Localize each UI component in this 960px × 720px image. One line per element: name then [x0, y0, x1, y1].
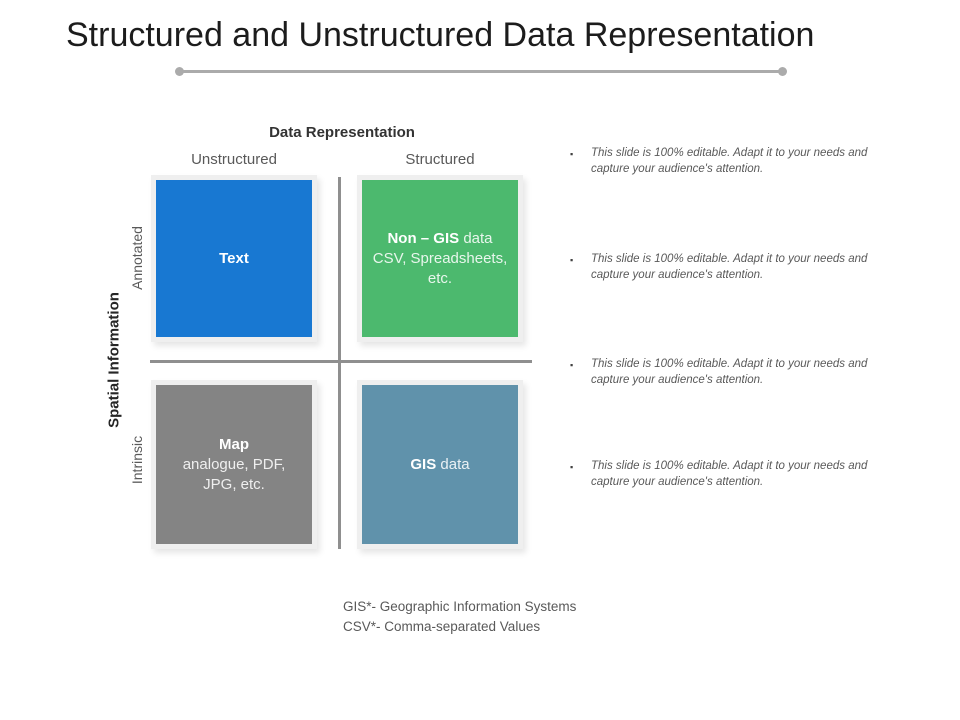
quadrant-bold-text: GIS [410, 455, 437, 473]
row-label-annotated: Annotated [129, 226, 145, 290]
quadrant-bold-text: Non – GIS [387, 229, 460, 247]
bullet-text: This slide is 100% editable. Adapt it to… [591, 147, 868, 175]
quadrant-bold-text: Text [219, 249, 249, 267]
divider-dot-left-icon [175, 67, 184, 76]
bullet-text: This slide is 100% editable. Adapt it to… [591, 253, 868, 281]
quadrant-non-gis-data: Non – GIS data CSV, Spreadsheets, etc. [362, 180, 518, 337]
quadrant-line: JPG, etc. [203, 475, 265, 493]
bullet-list-item: ▪ This slide is 100% editable. Adapt it … [570, 145, 882, 177]
bullet-text: This slide is 100% editable. Adapt it to… [591, 358, 868, 386]
quadrant-line: analogue, PDF, [182, 455, 286, 473]
bullet-list-item: ▪ This slide is 100% editable. Adapt it … [570, 251, 882, 283]
quadrant-frame-top-right: Non – GIS data CSV, Spreadsheets, etc. [357, 175, 523, 342]
quadrant-rest-text: data [436, 455, 470, 473]
matrix-title: Data Representation [269, 124, 415, 141]
quadrant-frame-top-left: Text [151, 175, 317, 342]
column-label-unstructured: Unstructured [191, 151, 277, 168]
bullet-list-item: ▪ This slide is 100% editable. Adapt it … [570, 356, 882, 388]
bullet-list-item: ▪ This slide is 100% editable. Adapt it … [570, 458, 882, 490]
quadrant-bold-text: Map [219, 435, 249, 453]
bullet-square-icon: ▪ [570, 149, 574, 159]
footnote-csv: CSV*- Comma-separated Values [343, 619, 541, 634]
axis-label-spatial-information: Spatial Information [105, 292, 123, 428]
title-divider [175, 67, 787, 76]
page-title: Structured and Unstructured Data Represe… [66, 16, 815, 54]
quadrant-gis-data: GIS data [362, 385, 518, 544]
quadrant-line: etc. [427, 269, 453, 287]
quadrant-rest-text: data [459, 229, 493, 247]
column-label-structured: Structured [405, 151, 475, 168]
row-label-intrinsic: Intrinsic [129, 435, 145, 485]
bullet-square-icon: ▪ [570, 462, 574, 472]
quadrant-frame-bottom-left: Map analogue, PDF, JPG, etc. [151, 380, 317, 549]
bullet-square-icon: ▪ [570, 255, 574, 265]
footnotes: GIS*- Geographic Information Systems CSV… [343, 597, 576, 637]
divider-dot-right-icon [778, 67, 787, 76]
bullet-square-icon: ▪ [570, 360, 574, 370]
bullet-text: This slide is 100% editable. Adapt it to… [591, 460, 868, 488]
quadrant-frame-bottom-right: GIS data [357, 380, 523, 549]
footnote-gis: GIS*- Geographic Information Systems [343, 599, 577, 614]
quadrant-line: CSV, Spreadsheets, [372, 249, 508, 267]
quadrant-text: Text [156, 180, 312, 337]
matrix-vertical-axis-line [338, 177, 341, 549]
matrix-horizontal-axis-line [150, 360, 532, 363]
quadrant-map: Map analogue, PDF, JPG, etc. [156, 385, 312, 544]
